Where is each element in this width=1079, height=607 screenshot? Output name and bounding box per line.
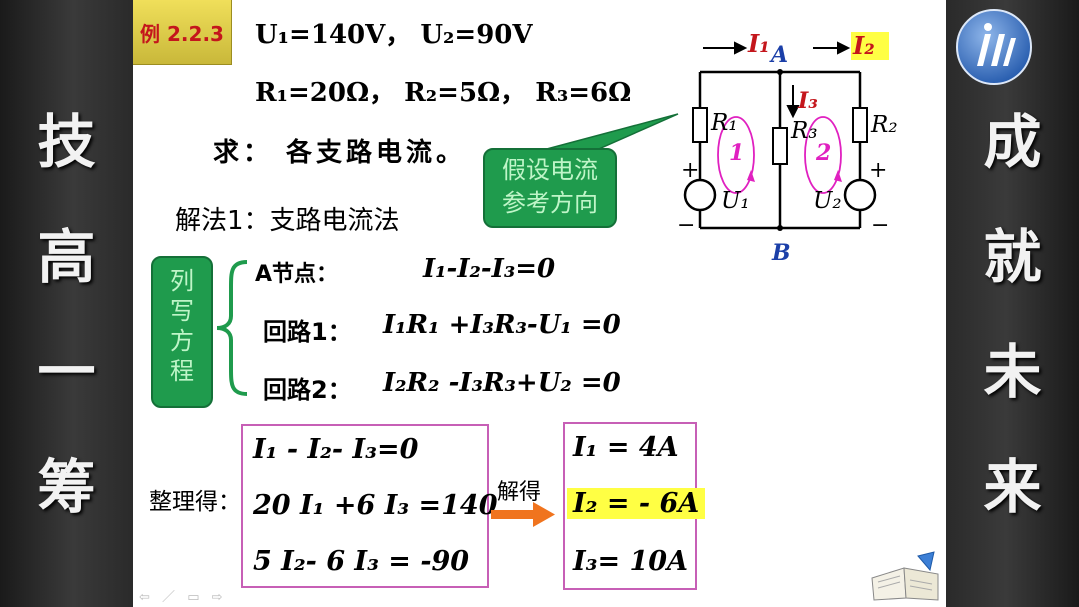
pen-tool-icon[interactable]: ／ [162, 590, 176, 605]
loop-1-label: 1 [729, 140, 744, 166]
system-of-equations-box: I₁ - I₂- I₃=0 20 I₁ +6 I₃ =140 5 I₂- 6 I… [241, 424, 497, 588]
results-box: I₁ = 4A I₂ = - 6A I₃= 10A [563, 422, 706, 590]
result-i2: I₂ = - 6A [567, 488, 706, 519]
node-a-equation-label: A节点： [255, 262, 339, 287]
loop-1-indicator [717, 116, 755, 194]
label-r2: R₂ [870, 112, 898, 138]
right-slogan-char-1: 成 [983, 108, 1042, 176]
result-i1: I₁ = 4A [573, 432, 679, 463]
prev-slide-icon[interactable]: ⇦ [139, 590, 150, 605]
left-slogan-char-1: 技 [37, 108, 96, 176]
given-resistances: R₁=20Ω， R₂=5Ω， R₃=6Ω [255, 78, 632, 108]
left-slogan-char-4: 筹 [37, 453, 96, 521]
loop-1-equation: I₁R₁ +I₃R₃-U₁ =0 [383, 310, 621, 340]
system-eq-1: I₁ - I₂- I₃=0 [253, 434, 419, 465]
label-i3: I₃ [797, 88, 818, 114]
u2-minus: − [871, 213, 889, 238]
system-eq-3: 5 I₂- 6 I₃ = -90 [253, 546, 470, 577]
u1-plus: + [681, 158, 699, 183]
loop-2-indicator [804, 116, 842, 194]
loop-2-equation-label: 回路2： [263, 376, 352, 404]
label-u1: U₁ [721, 188, 750, 214]
left-slogan-char-3: 一 [37, 338, 96, 406]
callout-line-1: 假设电流 [502, 156, 598, 184]
question-text: 求： 各支路电流。 [213, 138, 467, 168]
loop-1-equation-label: 回路1： [263, 318, 352, 346]
badge-char-2: 写 [170, 297, 194, 325]
write-equations-badge: 列 写 方 程 [151, 256, 213, 408]
label-i2: I₂ [852, 31, 875, 60]
badge-char-3: 方 [170, 327, 194, 355]
u2-plus: + [869, 158, 887, 183]
result-i3: I₃= 10A [573, 546, 689, 577]
system-eq-2: 20 I₁ +6 I₃ =140 [253, 490, 498, 521]
badge-char-4: 程 [170, 357, 194, 385]
slide-canvas: 例 2.2.3 U₁=140V， U₂=90V R₁=20Ω， R₂=5Ω， R… [133, 0, 946, 607]
loop-2-equation: I₂R₂ -I₃R₃+U₂ =0 [383, 368, 621, 398]
resistor-r2 [852, 107, 868, 143]
solve-arrow [491, 502, 555, 527]
node-b-label: B [771, 240, 791, 266]
loop-2-label: 2 [815, 140, 831, 166]
right-slogan-char-4: 来 [983, 453, 1042, 521]
source-u2 [843, 178, 877, 212]
callout-line-2: 参考方向 [502, 189, 598, 217]
right-slogan-char-3: 未 [983, 338, 1042, 406]
arrange-label: 整理得： [149, 489, 241, 515]
right-slogan-char-2: 就 [983, 223, 1042, 291]
book-icon [871, 551, 939, 601]
label-i1: I₁ [747, 29, 770, 58]
resistor-r3 [772, 127, 788, 165]
equation-brace [216, 260, 248, 396]
badge-char-1: 列 [170, 267, 194, 295]
label-r1: R₁ [710, 110, 738, 136]
right-sidebar: 成 就 未 来 [946, 0, 1079, 607]
u1-minus: − [677, 213, 695, 238]
label-r3: R₃ [790, 118, 818, 144]
method-title: 解法1：支路电流法 [175, 206, 400, 236]
assume-direction-callout: 假设电流 参考方向 [483, 148, 617, 228]
slide-nav-controls[interactable]: ⇦ ／ ▭ ⇨ [139, 586, 223, 605]
resistor-r1 [692, 107, 708, 143]
node-a-equation: I₁-I₂-I₃=0 [423, 254, 556, 284]
menu-icon[interactable]: ▭ [187, 590, 200, 605]
next-slide-icon[interactable]: ⇨ [211, 590, 223, 605]
given-voltages: U₁=140V， U₂=90V [255, 20, 533, 50]
label-u2: U₂ [813, 188, 842, 214]
school-logo [956, 9, 1032, 85]
source-u1 [683, 178, 717, 212]
left-sidebar: 技 高 一 筹 [0, 0, 133, 607]
node-a-label: A [769, 42, 788, 68]
solve-label: 解得 [497, 480, 542, 505]
example-tag: 例 2.2.3 [133, 0, 232, 65]
circuit-diagram: I₁ I₂ I₃ A B R₁ R₃ R₂ U₁ U₂ 1 2 + − + − [677, 29, 898, 266]
left-slogan-char-2: 高 [37, 223, 96, 291]
